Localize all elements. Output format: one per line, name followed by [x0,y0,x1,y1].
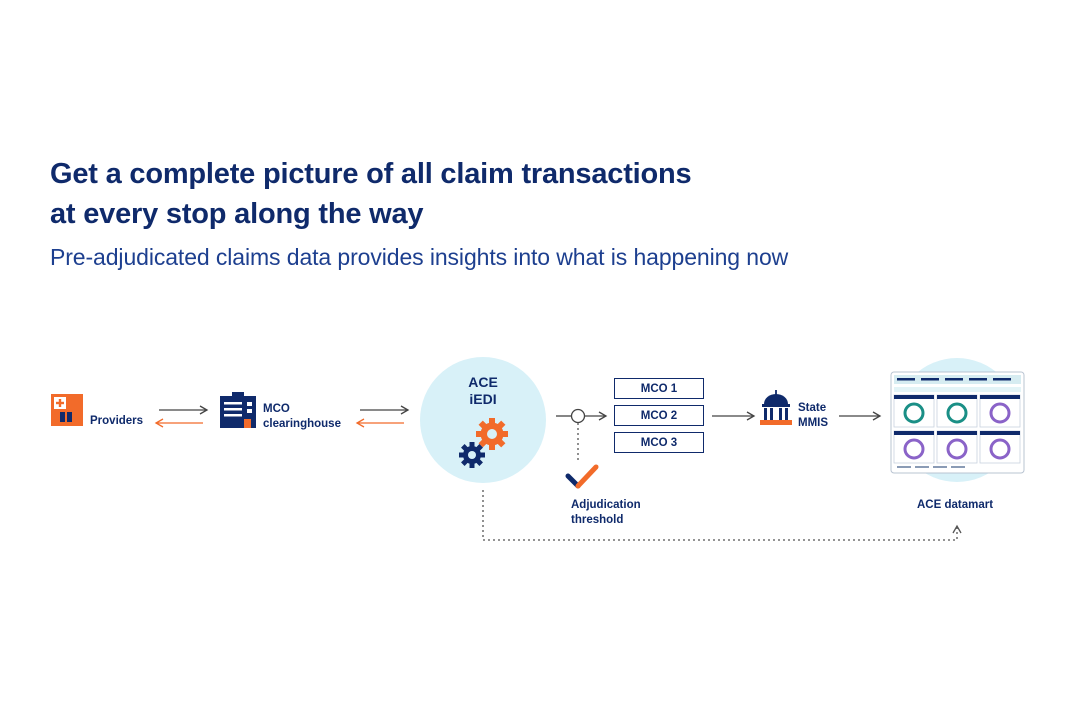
dotted-ace-to-datamart [483,490,957,540]
adjudication-label-line-2: threshold [571,513,641,528]
mco-1-box: MCO 1 [614,378,704,399]
clearinghouse-label: MCO clearinghouse [263,402,341,432]
dashboard-icon [891,358,1024,482]
ace-label-line-2: iEDI [453,391,513,408]
adjudication-threshold-label: Adjudication threshold [571,498,641,528]
state-mmis-label: State MMIS [798,401,828,431]
mco-2-box: MCO 2 [614,405,704,426]
checkmark-icon [568,467,596,486]
state-label-line-2: MMIS [798,416,828,431]
building-icon [220,392,256,428]
ace-label-line-1: ACE [453,374,513,391]
clearinghouse-label-line-2: clearinghouse [263,417,341,432]
providers-label: Providers [90,414,143,429]
mco-3-box: MCO 3 [614,432,704,453]
hospital-icon [51,394,83,426]
ace-iedi-label: ACE iEDI [453,374,513,408]
adjudication-label-line-1: Adjudication [571,498,641,513]
clearinghouse-label-line-1: MCO [263,402,341,417]
state-label-line-1: State [798,401,828,416]
adjudication-node [572,410,585,423]
ace-datamart-label: ACE datamart [917,498,993,513]
government-building-icon [760,390,792,425]
